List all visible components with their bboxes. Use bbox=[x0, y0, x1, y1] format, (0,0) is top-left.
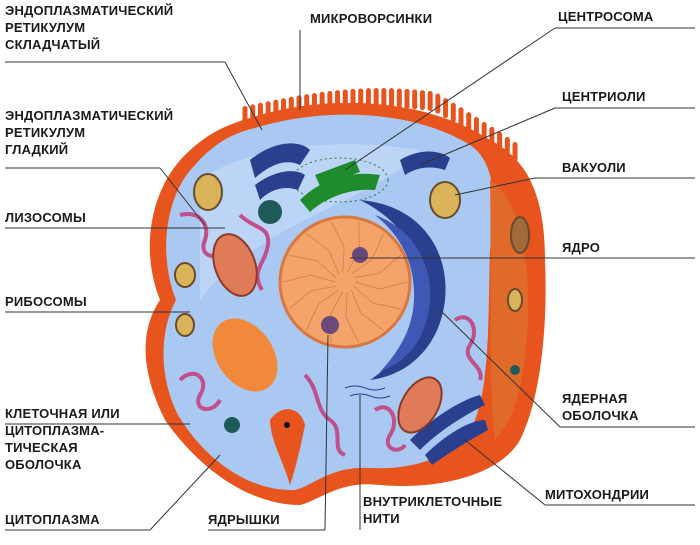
label-er-smooth: ЭНДОПЛАЗМАТИЧЕСКИЙ РЕТИКУЛУМ ГЛАДКИЙ bbox=[5, 108, 174, 157]
microvillus bbox=[365, 88, 371, 109]
label-centrosome: ЦЕНТРОСОМА bbox=[558, 9, 654, 24]
label-centrioles: ЦЕНТРИОЛИ bbox=[562, 89, 646, 104]
nucleolus bbox=[321, 316, 339, 334]
golgi-apparatus bbox=[300, 160, 380, 212]
cell-membrane-invagination bbox=[270, 409, 305, 485]
microvillus bbox=[389, 88, 395, 109]
microvillus bbox=[396, 88, 402, 109]
nuclear-envelope bbox=[360, 200, 446, 380]
nucleolus bbox=[352, 247, 368, 263]
label-lysosomes: ЛИЗОСОМЫ bbox=[5, 210, 86, 225]
centrosome bbox=[291, 157, 389, 203]
label-mitochondria: МИТОХОНДРИИ bbox=[545, 487, 650, 502]
nuclear-envelope-inner bbox=[375, 215, 431, 372]
microvillus bbox=[373, 88, 379, 109]
microvillus bbox=[381, 88, 387, 109]
lysosome bbox=[510, 365, 520, 375]
intracellular-filaments bbox=[344, 385, 386, 391]
nucleus-texture bbox=[282, 221, 408, 343]
label-ribosomes: РИБОСОМЫ bbox=[5, 294, 87, 309]
smooth-er bbox=[178, 212, 483, 457]
microvillus bbox=[412, 89, 418, 110]
microvillus bbox=[458, 107, 464, 128]
label-vacuoles: ВАКУОЛИ bbox=[562, 160, 626, 175]
label-intracellular-filaments: ВНУТРИКЛЕТОЧНЫЕ НИТИ bbox=[363, 494, 503, 526]
microvillus bbox=[427, 90, 433, 111]
microvillus bbox=[435, 93, 441, 114]
microvillus bbox=[450, 102, 456, 123]
vacuoles bbox=[174, 173, 530, 337]
mitochondria bbox=[212, 233, 443, 434]
leader-lines bbox=[5, 27, 695, 531]
label-nuclear-envelope: ЯДЕРНАЯ ОБОЛОЧКА bbox=[562, 391, 639, 423]
microvillus bbox=[404, 88, 410, 109]
lysosome bbox=[258, 200, 282, 224]
label-er-rough: ЭНДОПЛАЗМАТИЧЕСКИЙ РЕТИКУЛУМ СКЛАДЧАТЫЙ bbox=[5, 3, 174, 52]
nucleus bbox=[278, 215, 412, 349]
label-cell-membrane: КЛЕТОЧНАЯ ИЛИ ЦИТОПЛАЗМА- ТИЧЕСКАЯ ОБОЛО… bbox=[5, 406, 120, 472]
microvillus bbox=[419, 90, 425, 111]
label-nucleus: ЯДРО bbox=[562, 240, 601, 255]
label-cytoplasm: ЦИТОПЛАЗМА bbox=[5, 512, 100, 527]
label-microvilli: МИКРОВОРСИНКИ bbox=[310, 11, 433, 26]
label-nucleoli: ЯДРЫШКИ bbox=[208, 512, 280, 527]
lysosome bbox=[224, 417, 240, 433]
microvillus bbox=[466, 112, 472, 133]
